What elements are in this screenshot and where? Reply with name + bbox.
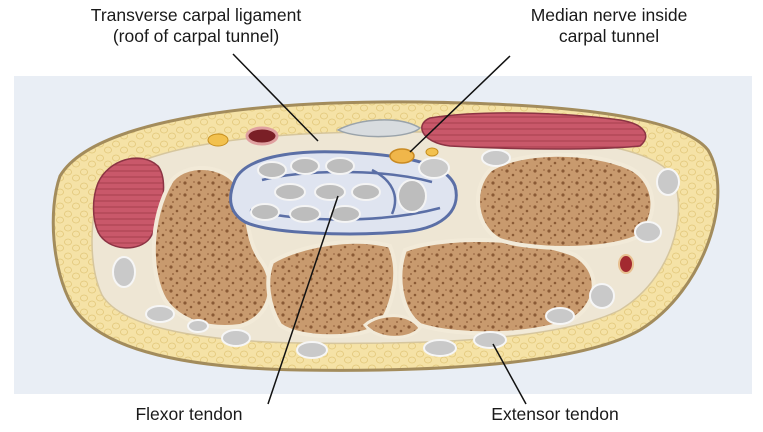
flexor-tendon-10 <box>398 180 426 212</box>
flexor-tendon-2 <box>291 158 319 174</box>
flexor-tendon-7 <box>251 204 279 220</box>
extensor-tendon-12 <box>482 150 510 166</box>
extensor-tendon-11 <box>419 158 449 178</box>
extensor-tendon-6 <box>474 332 506 348</box>
extensor-tendon-1 <box>113 257 135 287</box>
extensor-tendon-7 <box>546 308 574 324</box>
flexor-tendon-1 <box>258 162 286 178</box>
flexor-tendon-4 <box>275 184 305 200</box>
flexor-tendon-3 <box>326 158 354 174</box>
bone-hamate <box>478 155 653 248</box>
extensor-tendon-9 <box>635 222 661 242</box>
extensor-tendon-3 <box>222 330 250 346</box>
flexor-tendon-8 <box>290 206 320 222</box>
artery-ring <box>247 128 277 144</box>
small-vessel <box>619 255 633 273</box>
extensor-tendon-5 <box>424 340 456 356</box>
dorsal-muscle <box>422 113 646 149</box>
fat-nodule-2 <box>426 148 438 156</box>
flexor-tendon-6 <box>352 184 380 200</box>
extensor-tendon-4 <box>297 342 327 358</box>
flexor-tendon-5 <box>315 184 345 200</box>
fat-nodule-1 <box>208 134 228 146</box>
extensor-tendon-2 <box>146 306 174 322</box>
extensor-tendon-10 <box>657 169 679 195</box>
extensor-tendon-8 <box>590 284 614 308</box>
extensor-tendon-13 <box>188 320 208 332</box>
